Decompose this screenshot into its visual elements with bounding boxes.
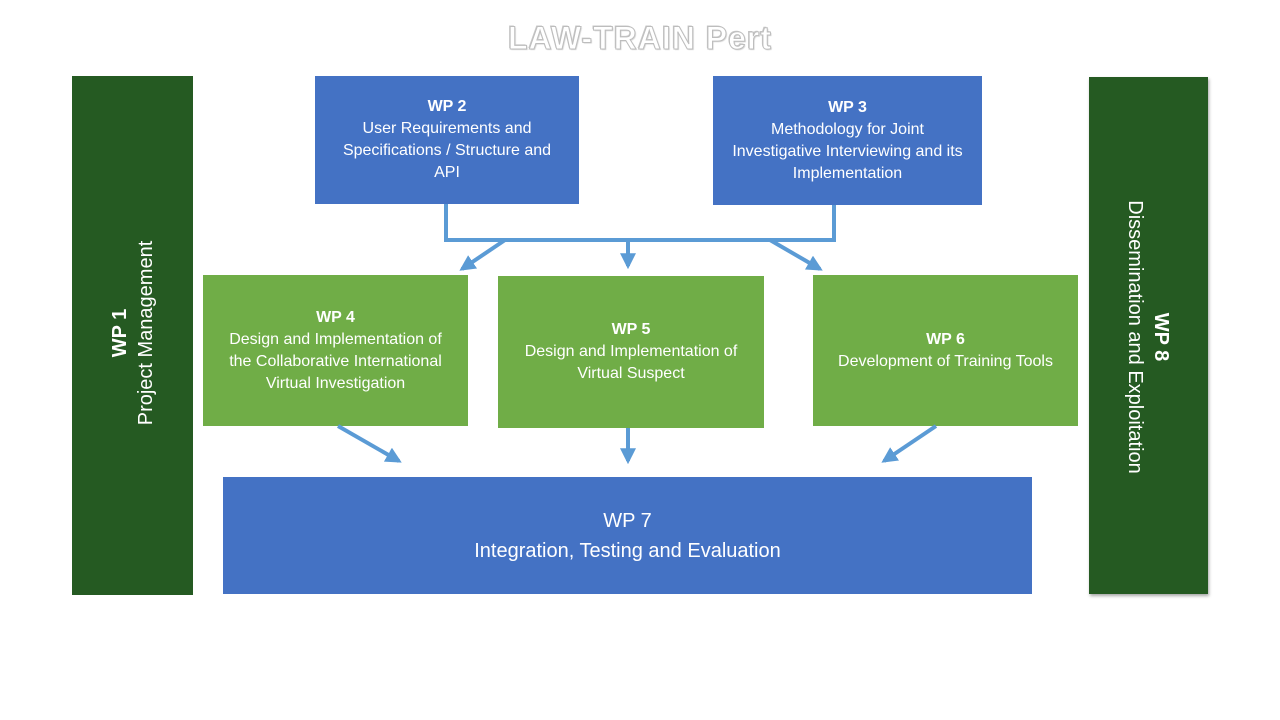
wp6-line-1: Development of Training Tools [838,352,1053,370]
wp8-box [1089,77,1208,594]
wp1-box [72,76,193,595]
connector-wp2-down [444,204,836,242]
wp6-box: WP 6 Development of Training Tools [813,275,1078,426]
wp5-id: WP 5 [611,321,651,338]
wp7-box: WP 7 Integration, Testing and Evaluation [223,477,1032,594]
wp2-box: WP 2 User Requirements and Specification… [315,76,579,204]
wp2-id: WP 2 [427,98,467,115]
wp3-line-1: Methodology for Joint [771,120,924,138]
wp3-box: WP 3 Methodology for Joint Investigative… [713,76,982,205]
wp2-line-3: API [434,164,460,181]
wp6-id: WP 6 [926,330,965,348]
wp4-line-2: the Collaborative International [229,352,442,370]
arrow-to-wp4 [459,238,507,271]
wp7-line-1: Integration, Testing and Evaluation [474,539,781,562]
arrow-wp4-to-wp7 [337,424,402,463]
wp5-line-1: Design and Implementation of [524,343,738,360]
arrow-wp6-to-wp7 [881,424,938,463]
wp3-line-2: Investigative Interviewing and its [732,142,963,160]
wp7-id: WP 7 [603,509,652,532]
wp4-line-1: Design and Implementation of [229,330,442,348]
wp4-box: WP 4 Design and Implementation of the Co… [203,275,468,426]
diagram-title: LAW-TRAIN Pert [507,20,772,57]
wp5-box: WP 5 Design and Implementation of Virtua… [498,276,764,428]
wp3-id: WP 3 [828,98,867,116]
wp2-line-1: User Requirements and [362,120,532,137]
wp2-line-2: Specifications / Structure and [342,142,552,159]
arrow-to-wp6 [768,238,823,271]
wp4-line-3: Virtual Investigation [265,374,406,392]
wp5-line-2: Virtual Suspect [577,365,685,382]
wp3-line-3: Implementation [792,164,903,182]
wp4-id: WP 4 [316,308,355,326]
